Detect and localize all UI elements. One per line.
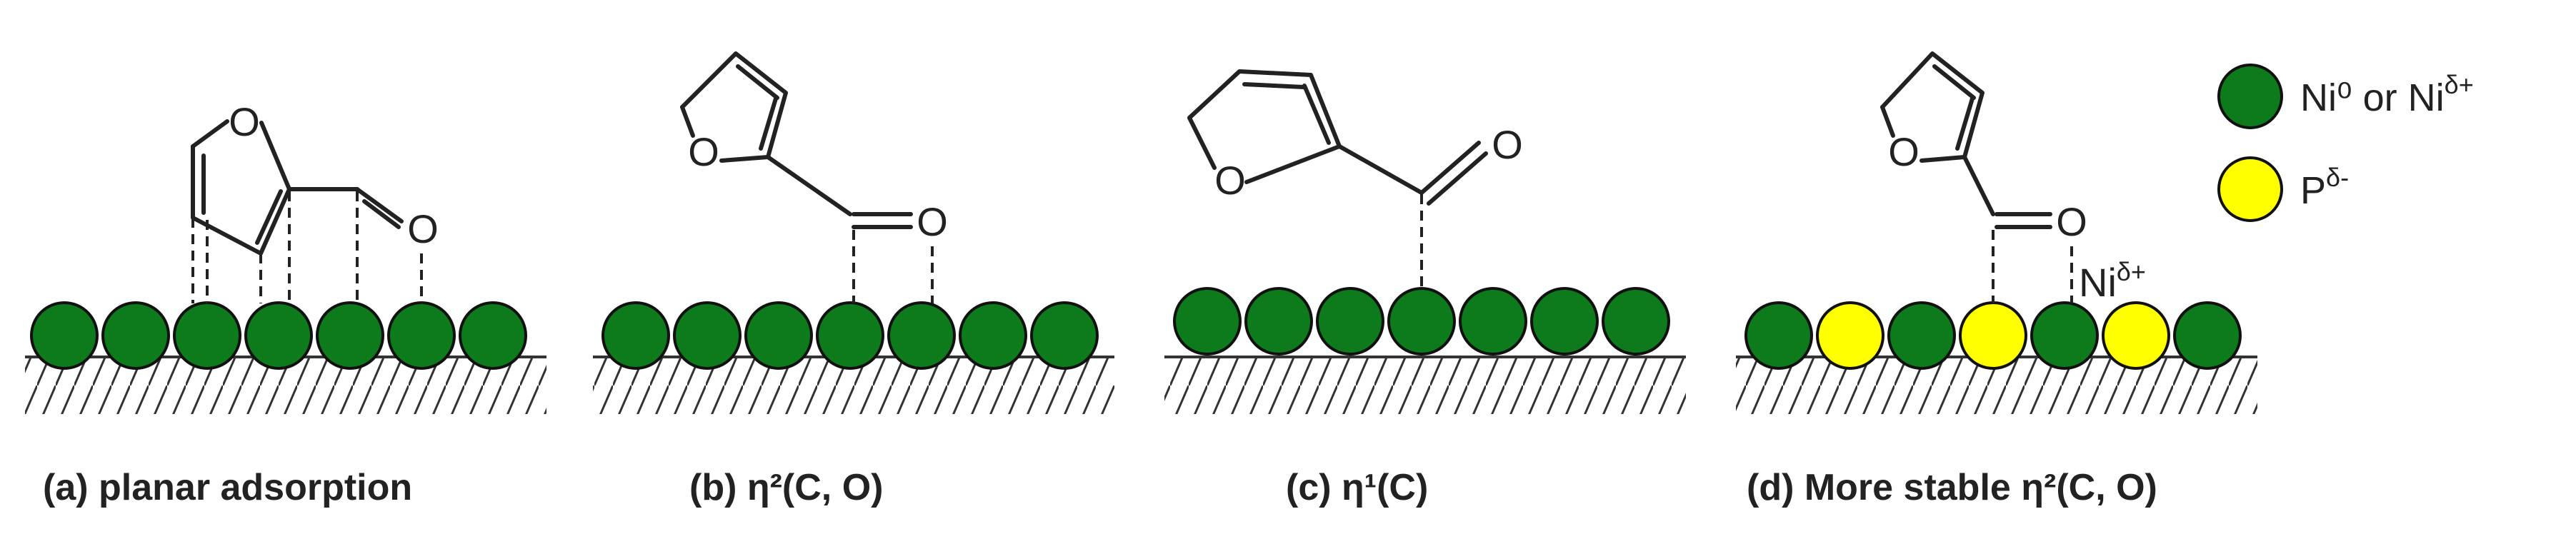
- ni-atom: [1459, 287, 1527, 356]
- ni-atom: [1244, 287, 1313, 356]
- furfural-molecule: O O: [191, 99, 439, 256]
- ni-atom: [816, 301, 884, 370]
- oxygen-atom: O: [688, 129, 719, 174]
- furfural-molecule: O O: [1187, 69, 1523, 206]
- ni-atom: [1530, 287, 1599, 356]
- legend-p-label: Pδ-: [2300, 163, 2349, 212]
- ni-atom: [601, 301, 670, 370]
- ni-atom: [459, 301, 527, 370]
- ni-atom: [1744, 301, 1813, 370]
- legend-ni-label: Ni⁰ or Niδ+: [2300, 70, 2474, 119]
- legend: Ni⁰ or Niδ+ Pδ-: [2217, 64, 2474, 222]
- p-atom: [1959, 301, 2027, 370]
- ni-atom: [244, 301, 313, 370]
- ni-atom: [959, 301, 1027, 370]
- oxygen-atom: O: [917, 199, 948, 244]
- ni-atom: [673, 301, 742, 370]
- panel-a: O O (a) planar adsorption: [25, 99, 546, 508]
- oxygen-atom: O: [407, 206, 439, 251]
- panel-label: (a) planar adsorption: [43, 467, 412, 508]
- ni-atom: [1316, 287, 1384, 356]
- surface-hatch: [1164, 357, 1686, 414]
- ni-atom: [1030, 301, 1099, 370]
- furfural-molecule: O O: [680, 51, 948, 244]
- ni-atom: [1387, 287, 1456, 356]
- ni-atom: [744, 301, 813, 370]
- ni-atom: [387, 301, 456, 370]
- adsorption-bonds: [852, 230, 934, 303]
- panel-label: (c) η¹(C): [1286, 467, 1428, 508]
- atom-row: [1744, 301, 2242, 370]
- ni-site-label: Niδ+: [2079, 257, 2146, 305]
- adsorption-bonds: [191, 191, 423, 303]
- oxygen-atom: O: [1888, 129, 1919, 174]
- p-atom: [2102, 301, 2170, 370]
- ni-atom: [1173, 287, 1242, 356]
- oxygen-atom: O: [2056, 199, 2087, 244]
- ni-atom: [2173, 301, 2242, 370]
- panel-c: O O (c) η¹(C): [1164, 69, 1686, 508]
- panel-label: (d) More stable η²(C, O): [1747, 467, 2157, 508]
- oxygen-atom: O: [229, 99, 260, 144]
- ni-atom: [173, 301, 241, 370]
- panel-b: O O (b) η²(C, O): [593, 51, 1114, 508]
- atom-row: [601, 301, 1099, 370]
- panel-label: (b) η²(C, O): [689, 467, 883, 508]
- ni-atom: [887, 301, 956, 370]
- ni-atom: [1887, 301, 1956, 370]
- legend-ni-swatch: [2217, 64, 2283, 129]
- oxygen-atom: O: [1214, 158, 1246, 203]
- ni-atom: [101, 301, 170, 370]
- atom-row: [1173, 287, 1670, 356]
- ni-atom: [1602, 287, 1670, 356]
- furfural-molecule: O O: [1880, 51, 2087, 244]
- legend-p-swatch: [2217, 156, 2283, 222]
- ni-atom: [30, 301, 99, 370]
- oxygen-atom: O: [1492, 122, 1523, 167]
- ni-atom: [316, 301, 384, 370]
- ni-atom: [2030, 301, 2099, 370]
- p-atom: [1816, 301, 1884, 370]
- panel-d: O O Niδ+ (d) More stable η²(C, O): [1736, 51, 2257, 508]
- adsorption-bonds: [1992, 230, 2073, 303]
